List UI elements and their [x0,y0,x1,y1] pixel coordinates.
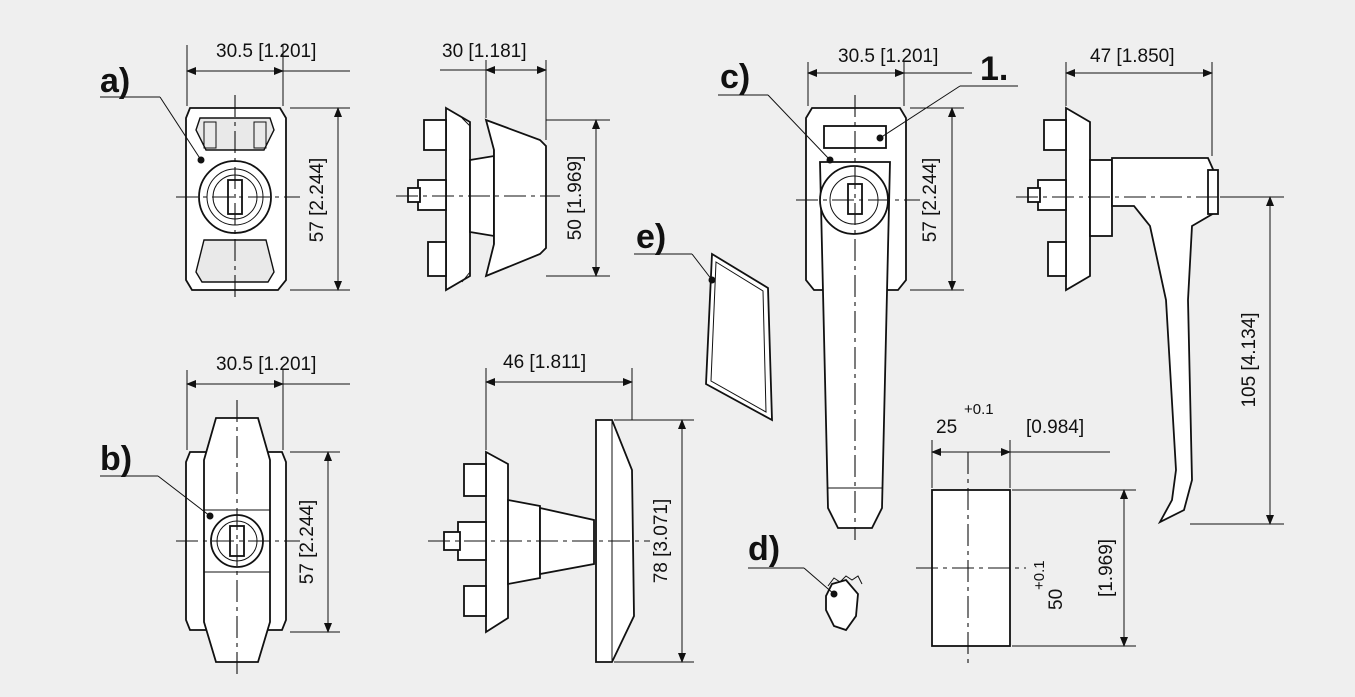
dim-cutout-height-inch: [1.969] [1096,539,1117,597]
dim-cutout-width-base: 25 [936,417,957,438]
dim-a-height: 57 [2.244] [307,158,328,243]
dim-cutout-height-base: 50 [1046,589,1067,610]
part-b-front-view [100,370,350,678]
label-c: c) [720,58,750,96]
dim-c-side-height: 105 [4.134] [1239,312,1260,407]
dim-b-side-width: 46 [1.811] [503,352,586,373]
label-d: d) [748,530,780,568]
dim-b-side-height: 78 [3.071] [651,499,672,584]
part-a-side-view [396,60,610,292]
dim-c-width: 30.5 [1.201] [838,46,938,67]
label-a: a) [100,62,130,100]
label-1: 1. [980,50,1008,88]
part-c-front-view [718,62,1018,540]
label-b: b) [100,440,132,478]
dim-cutout-height-tolerance: +0.1 [1031,560,1048,590]
part-d-key [748,567,863,632]
dim-c-side-width: 47 [1.850] [1090,46,1175,67]
part-e-gasket [634,252,773,422]
dim-c-height: 57 [2.244] [920,158,941,243]
dim-a-side-width: 30 [1.181] [442,41,527,62]
dim-a-side-height: 50 [1.969] [565,156,586,241]
label-e: e) [636,218,666,256]
dim-b-height: 57 [2.244] [297,500,318,585]
panel-cutout [916,440,1136,664]
part-c-side-view [1016,62,1284,525]
dim-cutout-width-inch: [0.984] [1026,417,1084,438]
dim-cutout-width-tolerance: +0.1 [964,401,994,418]
dim-b-width: 30.5 [1.201] [216,354,316,375]
part-b-side-view [428,368,694,663]
dim-a-width: 30.5 [1.201] [216,41,316,62]
part-a-front-view [100,45,350,298]
